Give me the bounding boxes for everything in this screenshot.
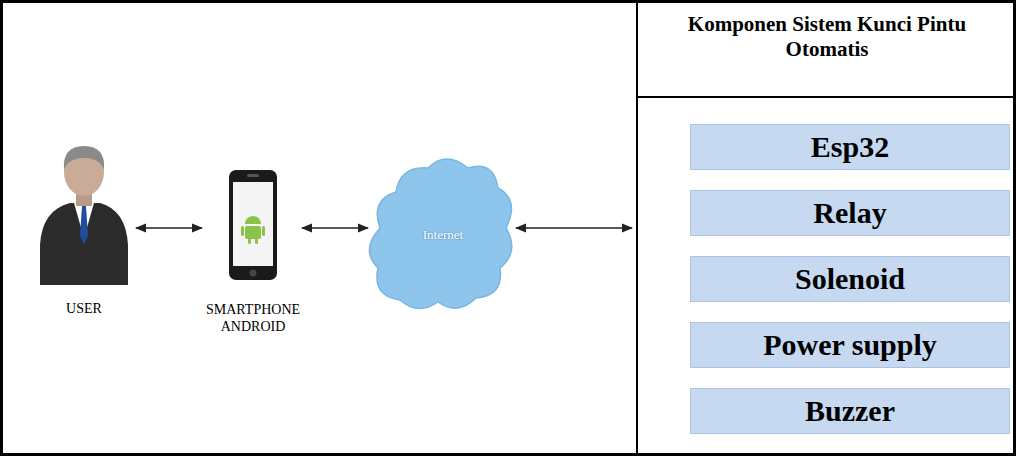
component-label: Esp32 bbox=[811, 129, 889, 165]
component-label: Relay bbox=[813, 195, 886, 231]
component-box: Buzzer bbox=[690, 388, 1010, 434]
cloud-node: Internet bbox=[372, 160, 514, 310]
smartphone-node: SMARTPHONE ANDROID bbox=[206, 164, 300, 336]
component-panel: Komponen Sistem Kunci Pintu OtomatisEsp3… bbox=[636, 0, 1016, 456]
smartphone-icon bbox=[229, 170, 277, 280]
user-icon bbox=[40, 146, 128, 285]
component-label: Buzzer bbox=[805, 393, 895, 429]
component-box: Relay bbox=[690, 190, 1010, 236]
connector-arrow bbox=[302, 227, 368, 229]
connector-arrow bbox=[136, 227, 202, 229]
user-node: USER bbox=[34, 146, 134, 318]
icon-label: USER bbox=[34, 301, 134, 318]
component-box: Power supply bbox=[690, 322, 1010, 368]
component-box: Solenoid bbox=[690, 256, 1010, 302]
cloud-label: Internet bbox=[423, 227, 463, 243]
panel-heading: Komponen Sistem Kunci Pintu Otomatis bbox=[638, 0, 1016, 98]
icon-label: SMARTPHONE ANDROID bbox=[206, 302, 300, 336]
component-label: Power supply bbox=[763, 327, 937, 363]
component-box: Esp32 bbox=[690, 124, 1010, 170]
internet-cloud bbox=[369, 159, 511, 309]
connector-arrow bbox=[516, 227, 632, 229]
component-label: Solenoid bbox=[795, 261, 905, 297]
